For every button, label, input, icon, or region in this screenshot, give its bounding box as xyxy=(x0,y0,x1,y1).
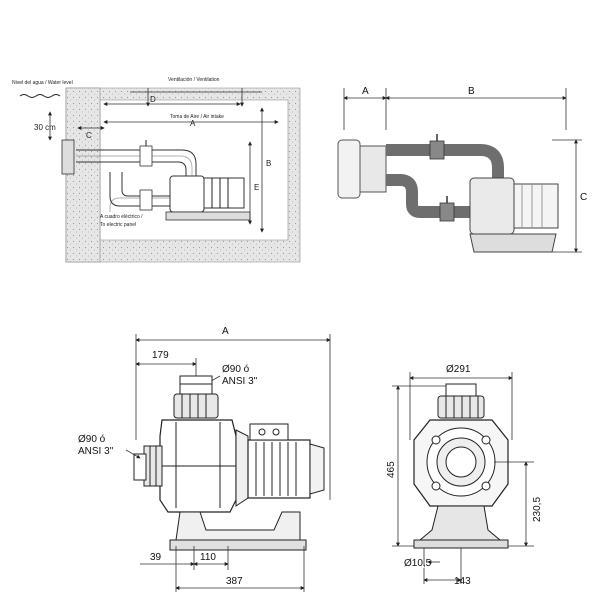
install-skimmer xyxy=(61,139,75,175)
air-intake-label: Toma de Aire / Air intake xyxy=(170,114,224,120)
install-dim-b: B xyxy=(266,159,271,168)
electric-panel-label-es: A cuadro eléctrico / xyxy=(100,214,143,220)
install-pump-base xyxy=(165,211,251,221)
flange-bolt-icon xyxy=(481,435,491,445)
install-dim-d: D xyxy=(150,95,156,104)
terminal-screw-icon xyxy=(258,428,266,436)
flange-bolt-icon xyxy=(431,435,441,445)
front-dim-291: Ø291 xyxy=(446,364,471,375)
pump-front-view: Ø291 465 230,5 Ø10,5 xyxy=(386,364,543,587)
install-valve-top xyxy=(139,145,153,167)
pump-side-view: A 179 Ø90 ó ANSI 3" Ø90 ó ANSI 3" xyxy=(78,326,331,592)
electric-panel-label-en: To electric panel xyxy=(100,222,136,228)
install-valve-bottom xyxy=(139,189,153,211)
install-dim-c: C xyxy=(86,131,92,140)
pump-dim-overall: A xyxy=(222,326,229,337)
side-valve-top xyxy=(429,140,445,160)
pump-outlet-standard: ANSI 3" xyxy=(222,376,258,387)
installation-view: Nivel del agua / Water level Ventilación… xyxy=(12,77,301,263)
pool-wall xyxy=(65,87,101,263)
pump-terminal-box xyxy=(249,423,289,441)
water-level-label: Nivel del agua / Water level xyxy=(12,80,73,86)
pump-dim-39: 39 xyxy=(150,552,162,563)
pump-inlet-pipe xyxy=(133,453,147,481)
side-view: A B C xyxy=(337,86,587,253)
pump-motor xyxy=(247,439,311,499)
front-dim-hole: Ø10,5 xyxy=(404,558,432,569)
pump-outlet-pipe xyxy=(179,375,213,395)
side-pump-motor xyxy=(513,183,559,229)
install-pump-motor xyxy=(203,177,245,209)
pump-base xyxy=(175,511,301,541)
front-dim-143: 143 xyxy=(454,576,471,587)
flange-bolt-icon xyxy=(481,481,491,491)
pump-inlet-standard: ANSI 3" xyxy=(78,446,114,457)
install-dim-e: E xyxy=(254,183,259,192)
ventilation-label: Ventilación / Ventilation xyxy=(168,77,220,83)
pump-inlet-diameter: Ø90 ó xyxy=(78,434,106,445)
front-outlet-union xyxy=(437,395,485,419)
front-dim-465: 465 xyxy=(386,461,397,478)
side-pump-body xyxy=(469,177,515,235)
pump-dim-387: 387 xyxy=(226,576,243,587)
pump-outlet-diameter: Ø90 ó xyxy=(222,364,250,375)
terminal-screw-icon xyxy=(272,428,280,436)
flange-bolt-icon xyxy=(431,481,441,491)
install-pump-body xyxy=(169,175,205,213)
pump-fan-cover xyxy=(309,443,325,495)
pump-dim-179: 179 xyxy=(152,350,169,361)
pump-dim-110: 110 xyxy=(200,552,216,563)
pump-outlet-union xyxy=(173,393,219,419)
front-pump-base xyxy=(418,505,502,541)
side-skimmer xyxy=(337,139,361,199)
side-pump-base xyxy=(469,233,557,253)
front-dim-230: 230,5 xyxy=(532,497,543,522)
water-level-line xyxy=(19,94,61,98)
install-depth-label: 30 cm xyxy=(34,123,56,132)
side-valve-bottom xyxy=(439,202,455,222)
side-dim-a: A xyxy=(362,86,369,97)
install-dim-a: A xyxy=(190,119,196,128)
pump-inlet-union xyxy=(143,445,163,487)
side-dim-b: B xyxy=(468,86,475,97)
side-dim-c: C xyxy=(580,192,587,203)
